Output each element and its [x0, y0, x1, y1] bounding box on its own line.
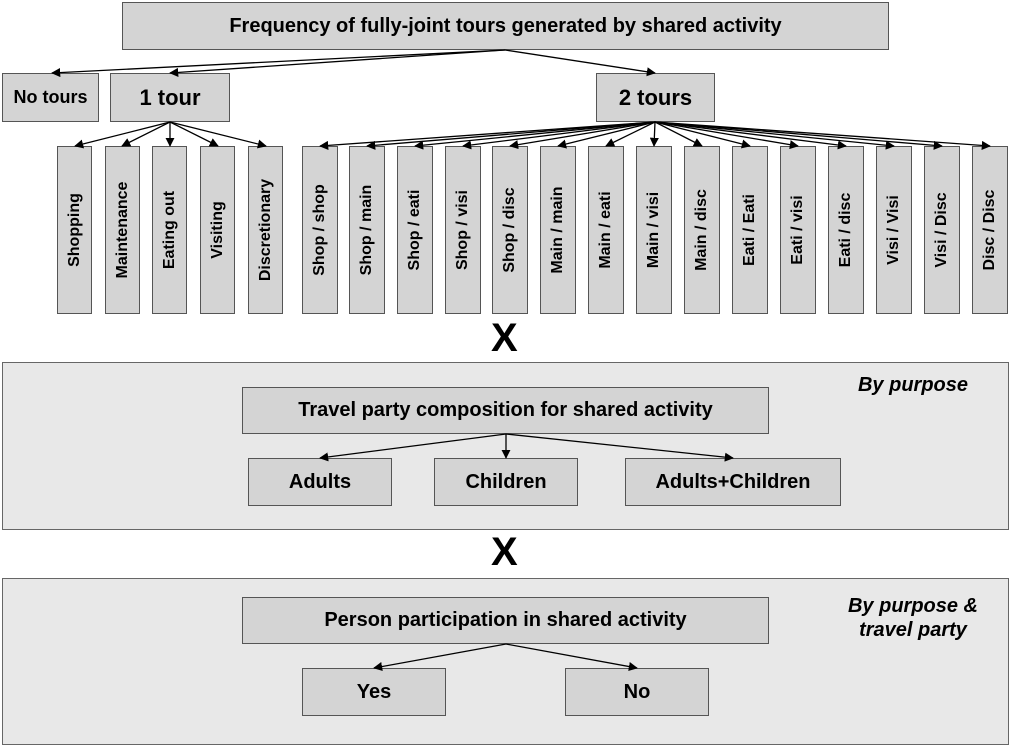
- freq-1-tour: 1 tour: [110, 73, 230, 122]
- connector-arrow: [319, 433, 507, 462]
- combo-main-main: Main / main: [540, 146, 576, 314]
- connector-arrow: [649, 121, 659, 147]
- connector-arrow: [169, 121, 267, 149]
- connector-arrow: [654, 121, 895, 150]
- combo-shop-main: Shop / main: [349, 146, 385, 314]
- purpose-eating-out: Eating out: [152, 146, 187, 314]
- freq-no-tours: No tours: [2, 73, 99, 122]
- participation-yes: Yes: [302, 668, 446, 716]
- connector-arrow: [605, 121, 656, 147]
- connector-arrow: [462, 121, 656, 150]
- combo-visi-disc: Visi / Disc: [924, 146, 960, 314]
- by-purpose-party-note: By purpose & travel party: [820, 594, 1006, 642]
- connector-arrow: [505, 433, 734, 462]
- connector-arrow: [505, 643, 638, 671]
- connector-arrow: [654, 121, 751, 149]
- combo-visi-visi: Visi / Visi: [876, 146, 912, 314]
- combo-main-eati: Main / eati: [588, 146, 624, 314]
- connector-arrow: [51, 49, 506, 78]
- connector-arrow: [509, 121, 656, 150]
- connector-arrow: [169, 121, 219, 147]
- connector-arrow: [654, 121, 799, 150]
- participation-no: No: [565, 668, 709, 716]
- combo-disc-disc: Disc / Disc: [972, 146, 1008, 314]
- by-purpose-note: By purpose: [857, 374, 969, 396]
- combo-shop-shop: Shop / shop: [302, 146, 338, 314]
- connector-arrow: [654, 121, 703, 147]
- connector-arrow: [373, 643, 507, 672]
- connector-arrow: [654, 121, 847, 150]
- combo-shop-visi: Shop / visi: [445, 146, 481, 314]
- combo-main-disc: Main / disc: [684, 146, 720, 314]
- connector-arrow: [74, 121, 171, 149]
- multiply-sign: X: [491, 316, 518, 360]
- purpose-visiting: Visiting: [200, 146, 235, 314]
- combo-eati-disc: Eati / disc: [828, 146, 864, 314]
- connector-arrow: [557, 121, 656, 149]
- multiply-sign: X: [491, 530, 518, 574]
- combo-eati-eati: Eati / Eati: [732, 146, 768, 314]
- purpose-shopping: Shopping: [57, 146, 92, 314]
- party-children: Children: [434, 458, 578, 506]
- connector-arrow: [169, 49, 506, 77]
- purpose-maintenance: Maintenance: [105, 146, 140, 314]
- connector-arrow: [319, 121, 656, 150]
- connector-arrow: [414, 121, 656, 150]
- note-line-2: travel party: [859, 619, 967, 641]
- travel-party-title: Travel party composition for shared acti…: [242, 387, 769, 434]
- purpose-discretionary: Discretionary: [248, 146, 283, 314]
- connector-arrow: [121, 121, 171, 147]
- connector-arrow: [504, 49, 656, 77]
- freq-2-tours: 2 tours: [596, 73, 715, 122]
- combo-shop-disc: Shop / disc: [492, 146, 528, 314]
- connector-arrow: [366, 121, 656, 150]
- root-node: Frequency of fully-joint tours generated…: [122, 2, 889, 50]
- connector-arrow: [654, 121, 991, 150]
- combo-main-visi: Main / visi: [636, 146, 672, 314]
- note-line-1: By purpose &: [847, 595, 979, 617]
